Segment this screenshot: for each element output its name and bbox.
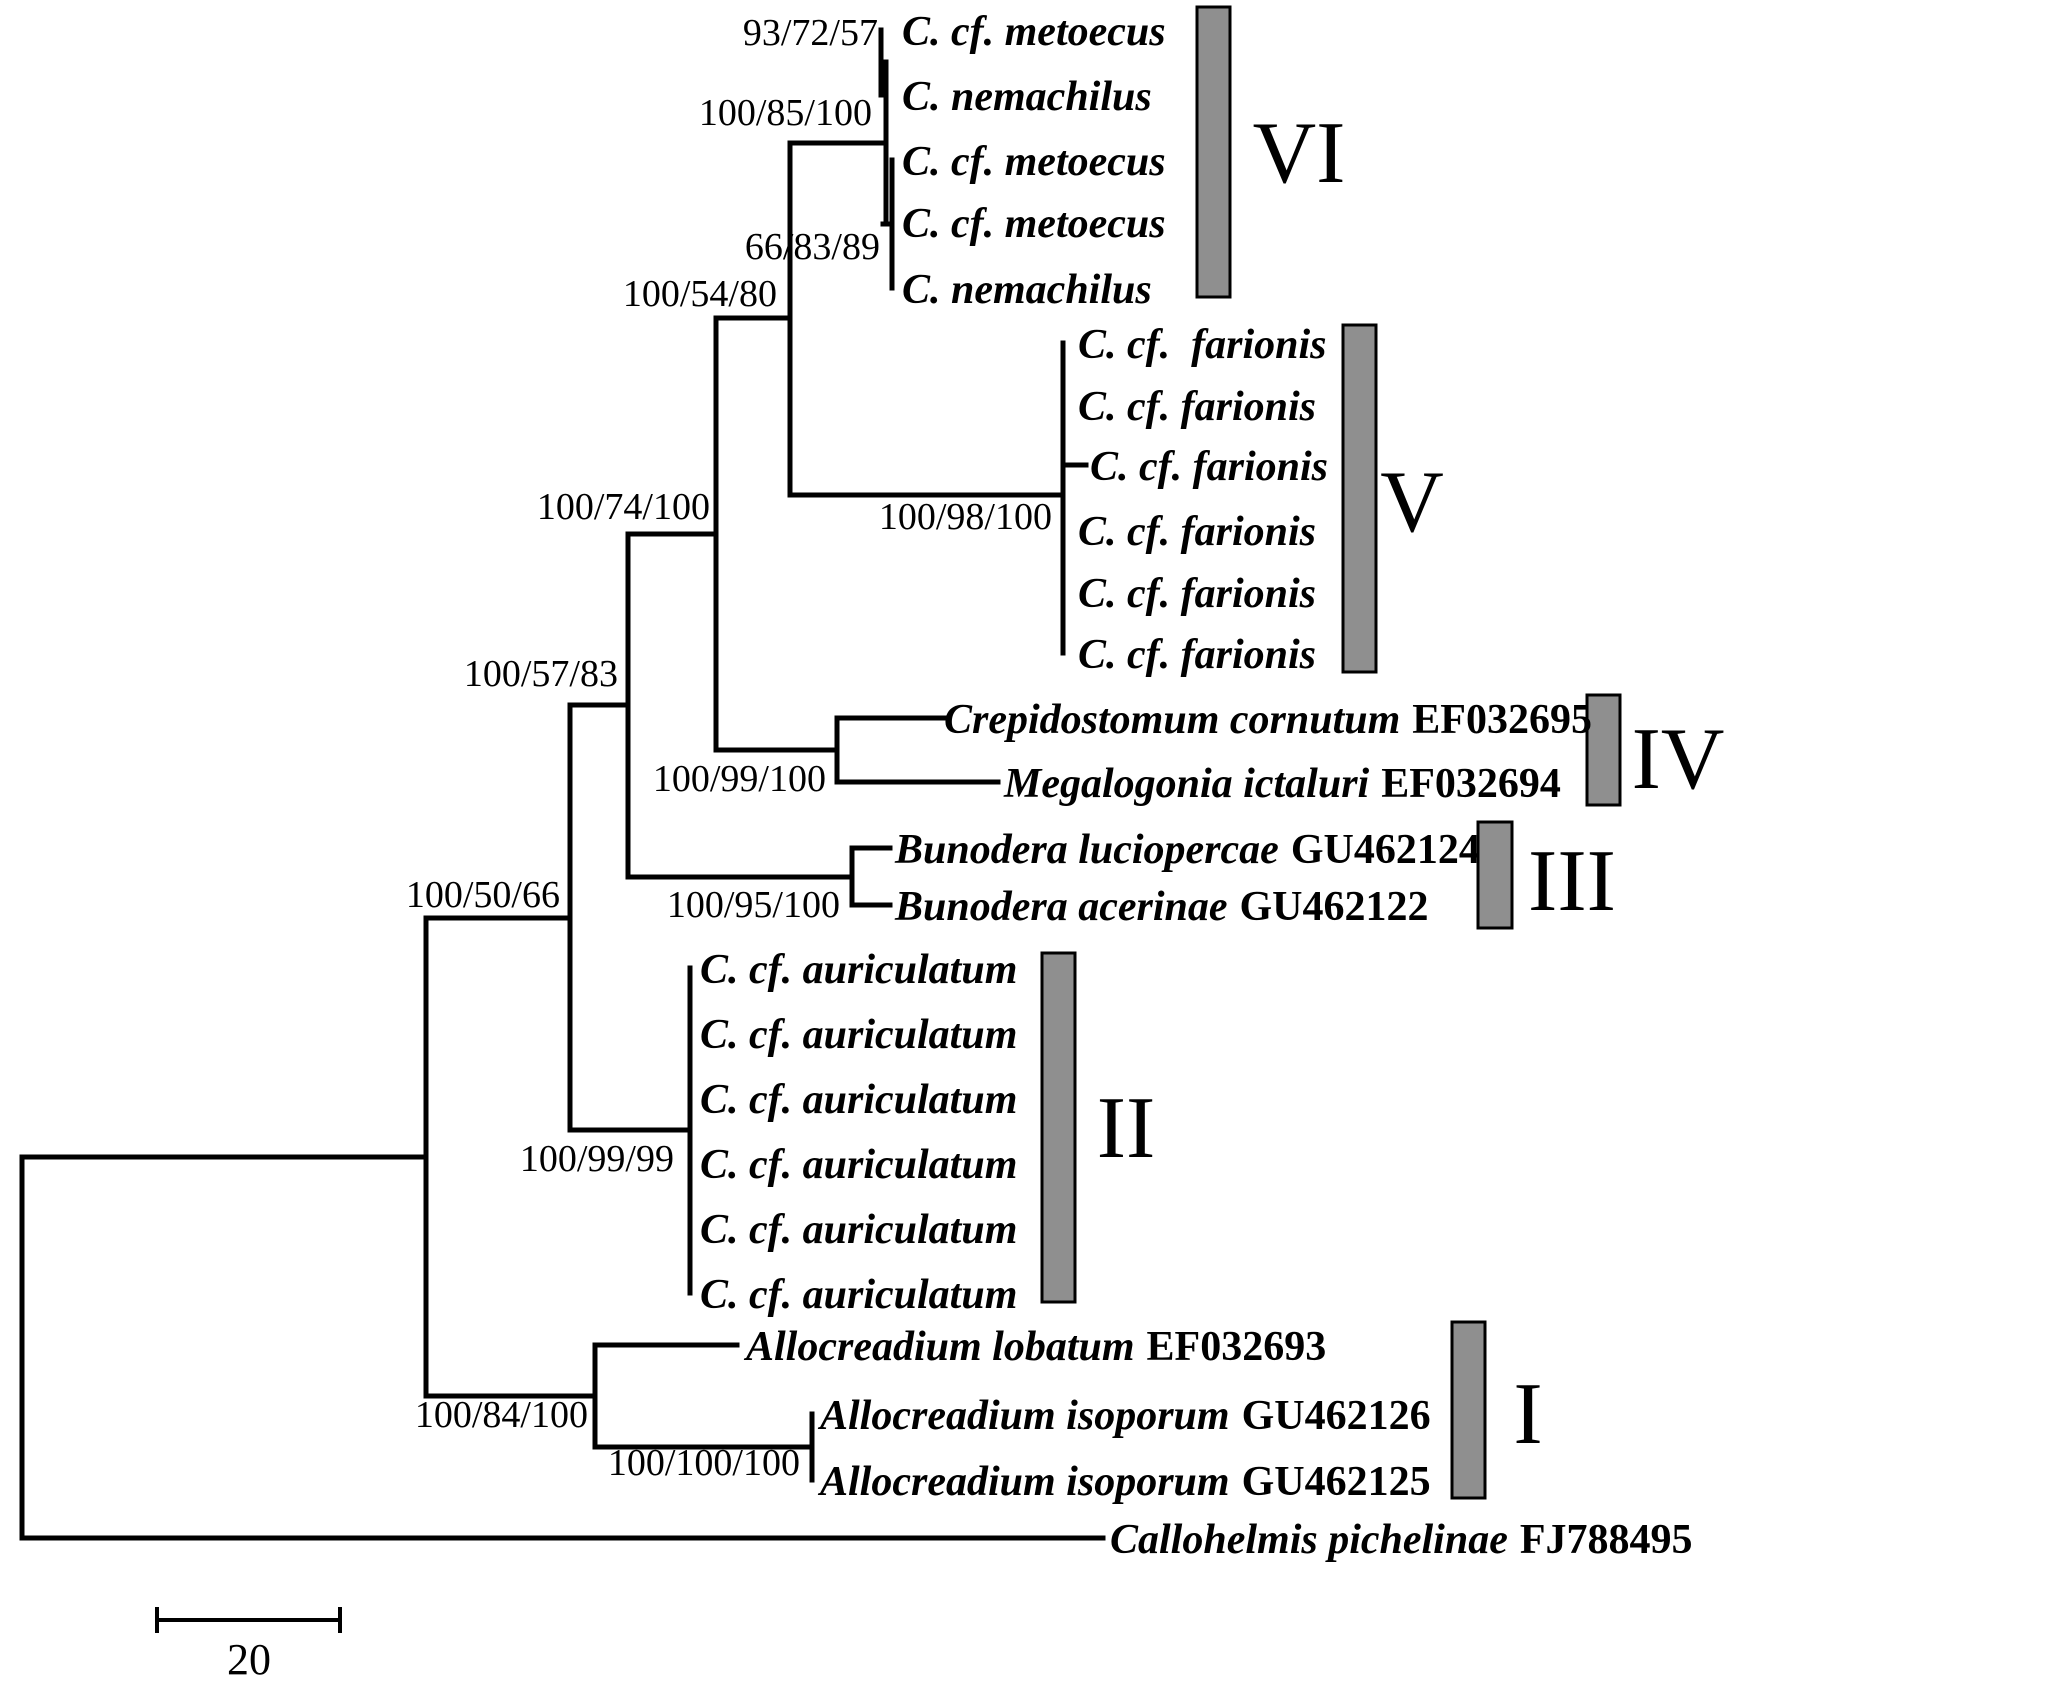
clade-numeral-III: III	[1528, 833, 1616, 930]
tip-label-6: C. cf. farionis	[1078, 322, 1327, 368]
tip-taxon-name: C. cf. farionis	[1078, 571, 1316, 617]
tip-accession: EF032694	[1381, 761, 1561, 807]
tip-taxon-name: C. cf. metoecus	[902, 201, 1166, 247]
tip-label-7: C. cf. farionis	[1078, 384, 1316, 430]
support-value-8: 100/99/100	[653, 758, 826, 800]
support-value-4: 100/54/80	[623, 273, 777, 315]
tip-taxon-name: Crepidostomum cornutum	[944, 697, 1400, 743]
tip-taxon-name: Callohelmis pichelinae	[1110, 1517, 1508, 1563]
support-value-12: 100/84/100	[415, 1394, 588, 1436]
clade-bar-I	[1450, 1320, 1487, 1500]
tip-taxon-name: Allocreadium isoporum	[817, 1393, 1230, 1439]
tip-label-2: C. nemachilus	[902, 74, 1152, 120]
clade-numeral-II: II	[1097, 1080, 1156, 1177]
tip-accession: GU462122	[1240, 884, 1429, 930]
support-value-10: 100/50/66	[406, 874, 560, 916]
support-value-5: 100/74/100	[537, 486, 710, 528]
clade-bar-V	[1341, 323, 1378, 674]
tip-taxon-name: C. cf. metoecus	[902, 139, 1166, 185]
clade-numeral-VI: VI	[1253, 105, 1346, 202]
tip-accession: EF032693	[1147, 1324, 1327, 1370]
tip-label-17: C. cf. auriculatum	[700, 1012, 1017, 1058]
support-value-7: 100/57/83	[464, 653, 618, 695]
tip-label-11: C. cf. farionis	[1078, 632, 1316, 678]
tip-taxon-name: C. nemachilus	[902, 74, 1152, 120]
support-value-2: 100/85/100	[699, 92, 872, 134]
tip-label-4: C. cf. metoecus	[902, 201, 1166, 247]
tip-taxon-name: Bunodera acerinae	[894, 884, 1228, 930]
tip-label-3: C. cf. metoecus	[902, 139, 1166, 185]
tip-taxon-name: C. nemachilus	[902, 267, 1152, 313]
tip-label-14: Bunodera luciopercae GU462124	[894, 827, 1480, 873]
tip-accession: EF032695	[1412, 697, 1592, 743]
tip-taxon-name: Megalogonia ictaluri	[1003, 761, 1370, 807]
clade-bar-II	[1040, 951, 1077, 1304]
tip-label-20: C. cf. auriculatum	[700, 1207, 1017, 1253]
tip-taxon-name: C. cf. metoecus	[902, 9, 1166, 55]
clade-bar-VI	[1195, 5, 1232, 299]
support-value-1: 93/72/57	[743, 12, 878, 54]
tip-label-16: C. cf. auriculatum	[700, 947, 1017, 993]
tip-label-8: C. cf. farionis	[1090, 444, 1328, 490]
tip-label-12: Crepidostomum cornutum EF032695	[944, 697, 1592, 743]
tip-label-19: C. cf. auriculatum	[700, 1142, 1017, 1188]
tip-accession: GU462126	[1242, 1393, 1431, 1439]
tip-label-24: Allocreadium isoporum GU462125	[817, 1459, 1431, 1505]
tip-label-15: Bunodera acerinae GU462122	[894, 884, 1429, 930]
tip-accession: FJ788495	[1520, 1517, 1693, 1563]
tip-label-10: C. cf. farionis	[1078, 571, 1316, 617]
tip-taxon-name: Bunodera luciopercae	[894, 827, 1279, 873]
tip-taxon-name: C. cf. farionis	[1090, 444, 1328, 490]
tip-taxon-name: C. cf. farionis	[1078, 384, 1316, 430]
tip-label-23: Allocreadium isoporum GU462126	[817, 1393, 1431, 1439]
clade-numeral-I: I	[1513, 1366, 1542, 1463]
support-value-9: 100/95/100	[667, 884, 840, 926]
support-value-3: 66/83/89	[745, 226, 880, 268]
tip-taxon-name: Allocreadium lobatum	[743, 1324, 1135, 1370]
clade-numeral-V: V	[1380, 454, 1444, 551]
clade-numeral-IV: IV	[1632, 711, 1725, 808]
tip-taxon-name: Allocreadium isoporum	[817, 1459, 1230, 1505]
tip-taxon-name: C. cf. auriculatum	[700, 1272, 1017, 1318]
tip-label-5: C. nemachilus	[902, 267, 1152, 313]
clade-bar-III	[1476, 820, 1514, 930]
tip-taxon-name: C. cf. auriculatum	[700, 1077, 1017, 1123]
tip-accession: GU462125	[1242, 1459, 1431, 1505]
tip-taxon-name: C. cf. auriculatum	[700, 1012, 1017, 1058]
support-value-11: 100/99/99	[520, 1138, 674, 1180]
tip-taxon-name: C. cf. farionis	[1078, 509, 1316, 555]
tip-taxon-name: C. cf. auriculatum	[700, 1142, 1017, 1188]
tip-label-9: C. cf. farionis	[1078, 509, 1316, 555]
tip-taxon-name: C. cf. farionis	[1078, 322, 1327, 368]
tip-taxon-name: C. cf. auriculatum	[700, 1207, 1017, 1253]
support-value-6: 100/98/100	[879, 496, 1052, 538]
tip-label-22: Allocreadium lobatum EF032693	[743, 1324, 1326, 1370]
tip-accession: GU462124	[1291, 827, 1480, 873]
clade-bar-IV	[1585, 693, 1622, 807]
support-value-13: 100/100/100	[608, 1442, 800, 1484]
tip-label-25: Callohelmis pichelinae FJ788495	[1110, 1517, 1693, 1563]
tip-taxon-name: C. cf. farionis	[1078, 632, 1316, 678]
scale-bar-label: 20	[227, 1635, 271, 1683]
tip-taxon-name: C. cf. auriculatum	[700, 947, 1017, 993]
tip-label-1: C. cf. metoecus	[902, 9, 1166, 55]
tip-label-18: C. cf. auriculatum	[700, 1077, 1017, 1123]
tip-label-21: C. cf. auriculatum	[700, 1272, 1017, 1318]
